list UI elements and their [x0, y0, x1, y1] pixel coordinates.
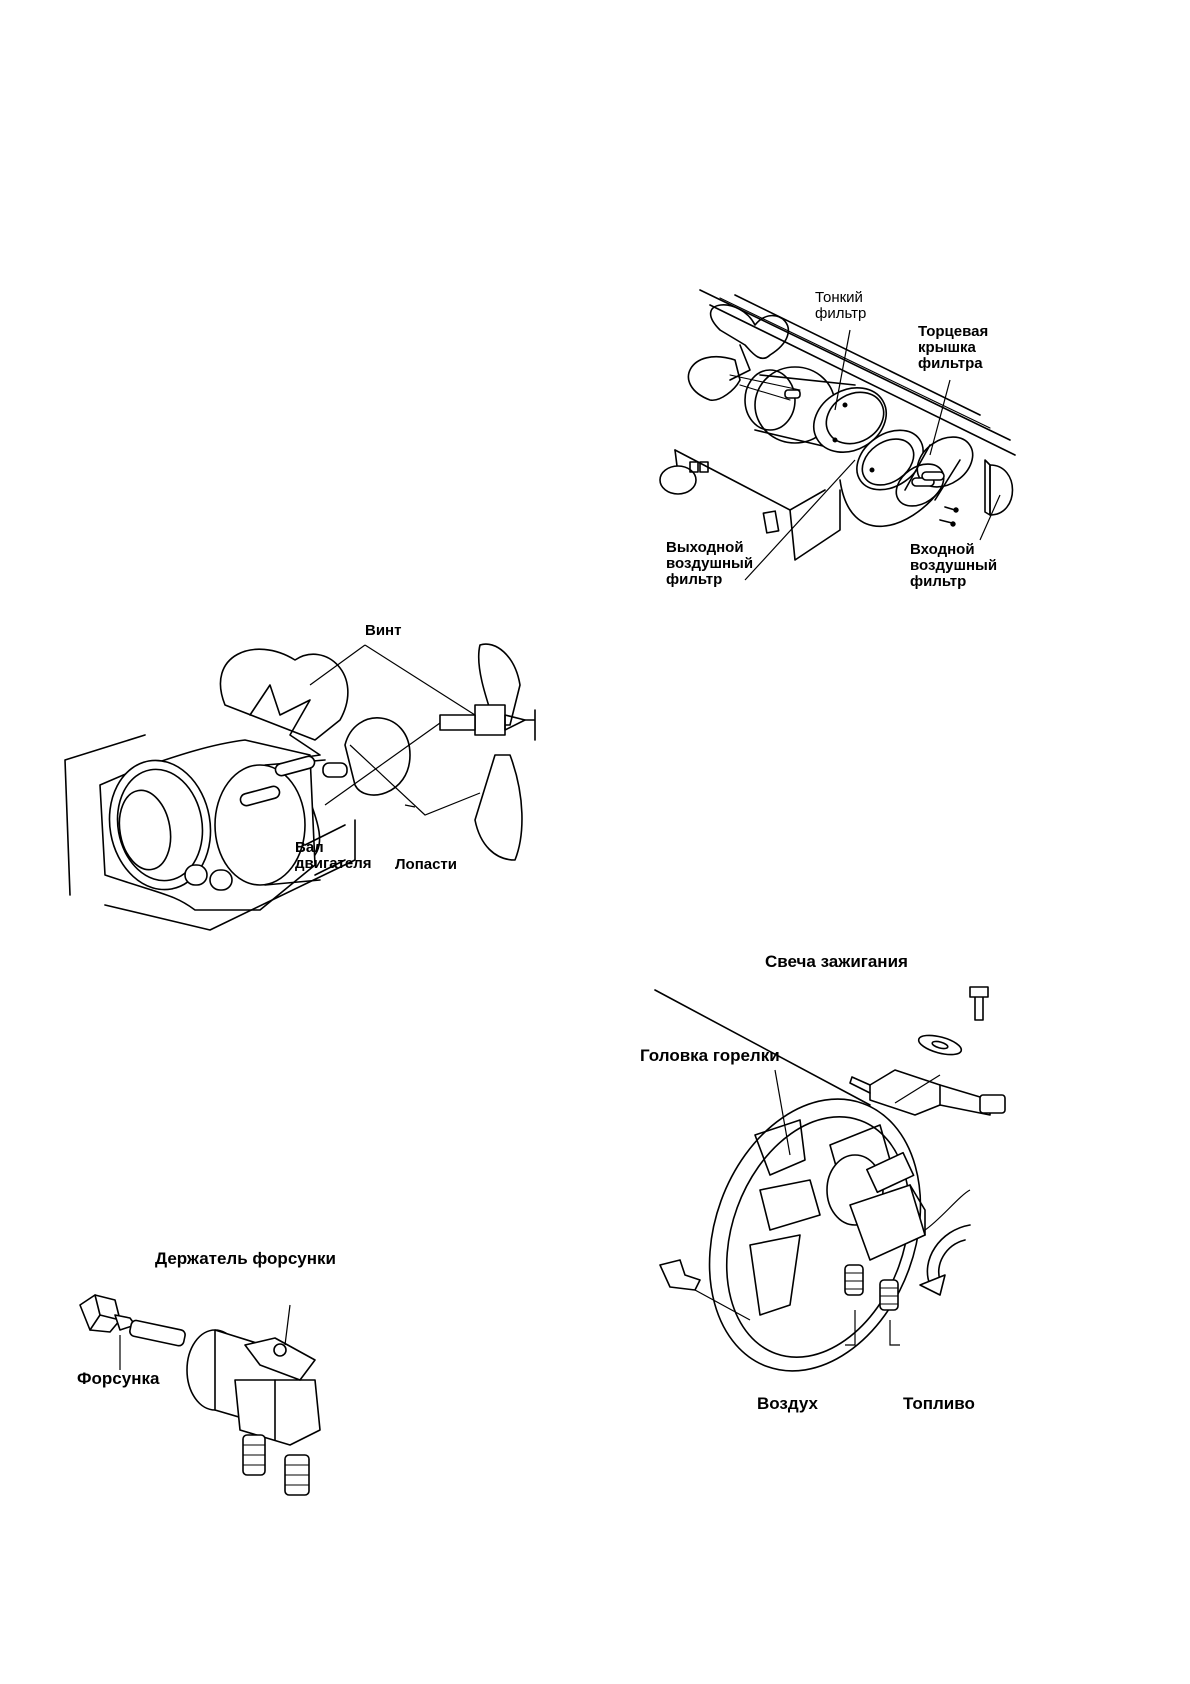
- fan-figure: Винт Вал двигателя Лопасти: [64, 623, 600, 931]
- blades-label: Лопасти: [395, 857, 457, 873]
- motor-shaft-line1: Вал: [295, 839, 324, 856]
- air-label: Воздух: [757, 1395, 818, 1413]
- outlet-filter-line3: фильтр: [666, 570, 723, 588]
- end-cap-label: Торцевая крышка фильтра: [918, 324, 988, 371]
- inlet-filter-line3: фильтр: [910, 572, 967, 590]
- fine-filter-line2: фильтр: [815, 304, 867, 322]
- outlet-filter-label: Выходной воздушный фильтр: [666, 540, 753, 587]
- burner-figure: Свеча зажигания Головка горелки Воздух Т…: [640, 953, 1110, 1445]
- end-cap-line1: Торцевая: [918, 323, 989, 340]
- end-cap-line3: фильтра: [918, 354, 983, 372]
- nozzle-drawing: [79, 1294, 321, 1496]
- nozzle-text: Форсунка: [77, 1369, 160, 1388]
- burner-head-label: Головка горелки: [640, 1047, 780, 1065]
- blades-text: Лопасти: [395, 856, 457, 873]
- fan-drawing: [64, 643, 536, 931]
- nozzle-holder-label: Держатель форсунки: [155, 1250, 336, 1268]
- spark-plug-label: Свеча зажигания: [765, 953, 908, 971]
- outlet-filter-line1: Выходной: [666, 539, 744, 556]
- air-text: Воздух: [757, 1394, 819, 1413]
- spark-plug-text: Свеча зажигания: [765, 952, 908, 971]
- burner-drawing: [654, 986, 1006, 1372]
- burner-head-text: Головка горелки: [640, 1046, 780, 1065]
- nozzle-label: Форсунка: [77, 1370, 159, 1388]
- fine-filter-label: Тонкий фильтр: [815, 290, 866, 322]
- motor-shaft-line2: двигателя: [295, 854, 372, 872]
- motor-shaft-label: Вал двигателя: [295, 840, 372, 872]
- fuel-text: Топливо: [903, 1394, 975, 1413]
- nozzle-holder-text: Держатель форсунки: [155, 1249, 336, 1268]
- filters-figure: Тонкий фильтр Торцевая крышка фильтра Вы…: [650, 289, 1090, 630]
- end-cap-line2: крышка: [918, 338, 976, 356]
- fuel-label: Топливо: [903, 1395, 975, 1413]
- screw-label: Винт: [365, 623, 401, 639]
- fine-filter-line1: Тонкий: [815, 289, 863, 306]
- nozzle-figure: Держатель форсунки Форсунка: [75, 1250, 455, 1520]
- filters-drawing: [659, 289, 1016, 581]
- outlet-filter-line2: воздушный: [666, 554, 754, 572]
- screw-text: Винт: [365, 622, 402, 639]
- inlet-filter-line1: Входной: [910, 541, 975, 558]
- inlet-filter-line2: воздушный: [910, 556, 998, 574]
- inlet-filter-label: Входной воздушный фильтр: [910, 542, 997, 589]
